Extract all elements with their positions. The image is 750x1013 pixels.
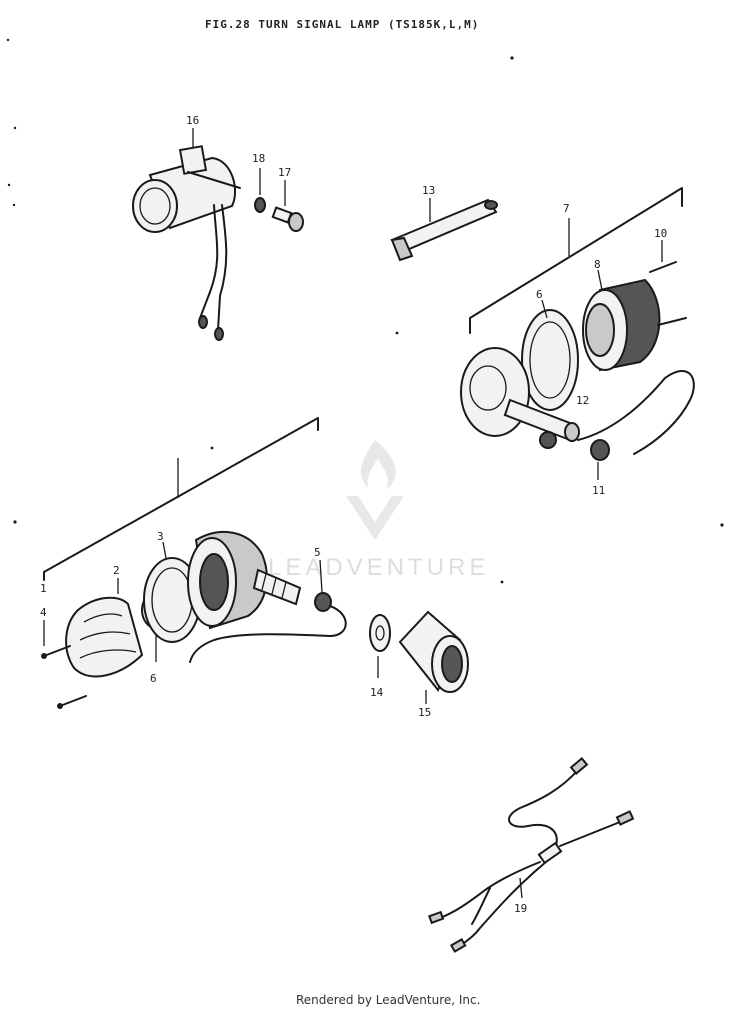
part-label-13: 13: [422, 184, 435, 197]
front-wire: [189, 605, 347, 663]
leader-3: [162, 541, 167, 559]
part-label-12: 12: [576, 394, 589, 407]
part-label-18: 18: [252, 152, 265, 165]
scan-specks: [6, 38, 724, 584]
nut-11: [590, 439, 610, 461]
front-nut-5: [314, 592, 332, 612]
part-label-6: 6: [150, 672, 157, 685]
rear-wire: [577, 370, 695, 455]
part-label-5: 5: [314, 546, 321, 559]
rear-lamp-housing-8: [582, 278, 661, 372]
part-label-8: 8: [594, 258, 601, 271]
leader-5: [319, 559, 323, 593]
rear-lens-and-stem: [460, 347, 580, 449]
footer-credit: Rendered by LeadVenture, Inc.: [296, 993, 480, 1007]
rear-assembly-bracket-7: [469, 187, 683, 334]
part-label-10: 10: [654, 227, 667, 240]
part-label-2: 2: [113, 564, 120, 577]
leadventure-watermark: [346, 440, 404, 540]
part-label-6b: 6: [536, 288, 543, 301]
part-label-15: 15: [418, 706, 431, 719]
front-lens-2: [65, 596, 144, 678]
rear-gasket-6: [521, 309, 579, 411]
leader-19: [519, 877, 523, 899]
part-label-14: 14: [370, 686, 384, 699]
figure-title: FIG.28 TURN SIGNAL LAMP (TS185K,L,M): [205, 18, 479, 31]
part-label-7: 7: [563, 202, 570, 215]
front-assembly-bracket-1: [43, 417, 319, 581]
flasher-relay-16: [132, 145, 241, 341]
part-label-1: 1: [40, 582, 47, 595]
washer-14: [369, 614, 391, 652]
washer-18: [254, 197, 266, 213]
part-label-11: 11: [592, 484, 605, 497]
part-label-17: 17: [278, 166, 291, 179]
part-label-19: 19: [514, 902, 527, 915]
bolt-17: [271, 206, 304, 232]
leader-8: [597, 269, 603, 291]
part-label-3: 3: [157, 530, 164, 543]
front-screws-4: [41, 645, 87, 709]
front-lamp-housing: [187, 530, 302, 630]
leader-6b: [541, 299, 548, 319]
wiring-harness-19: [428, 757, 635, 953]
part-label-16: 16: [186, 114, 199, 127]
boot-cover-15: [398, 610, 469, 693]
watermark-text: LEADVENTURE: [268, 554, 489, 581]
bracket-13: [390, 198, 498, 262]
part-label-4: 4: [40, 606, 47, 619]
rear-screws-10: [649, 261, 687, 326]
